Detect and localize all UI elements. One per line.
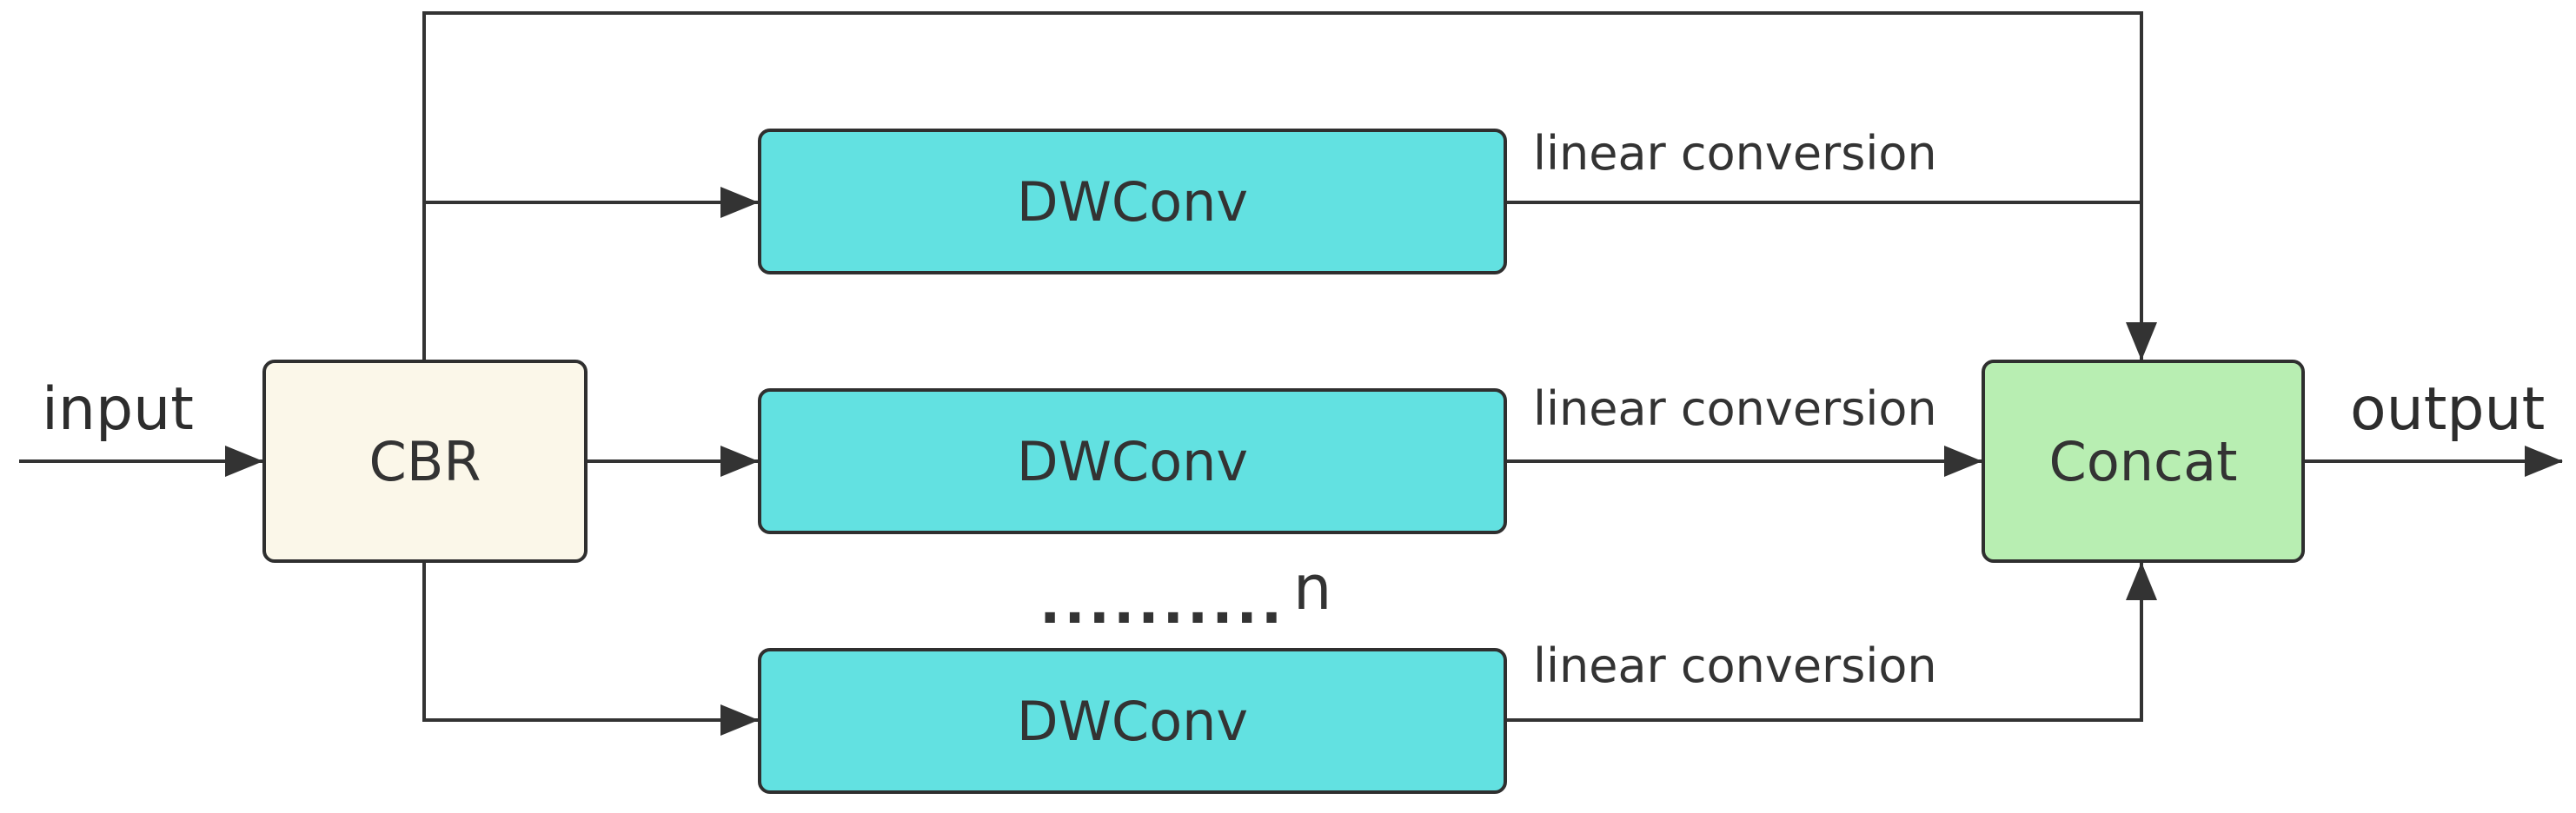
ellipsis-dots: .......... <box>1039 572 1286 637</box>
cbr-to-dwconv-3-arrow <box>422 563 759 736</box>
dwconv-3-label: DWConv <box>1016 689 1249 753</box>
dwconv-block-2: DWConv <box>758 388 1507 534</box>
cbr-block: CBR <box>262 360 588 563</box>
cbr-label: CBR <box>368 429 481 493</box>
dwconv-block-3: DWConv <box>758 648 1507 794</box>
dwconv-1-label: DWConv <box>1016 169 1249 234</box>
concat-block: Concat <box>1982 360 2305 563</box>
edge-label-2: linear conversion <box>1533 381 1937 436</box>
concat-label: Concat <box>2048 429 2238 493</box>
edge-label-1: linear conversion <box>1533 126 1937 181</box>
input-label: input <box>42 375 194 444</box>
edge-label-3: linear conversion <box>1533 638 1937 693</box>
dwconv-3-to-concat-arrow <box>1505 562 2157 722</box>
dwconv-2-label: DWConv <box>1016 429 1249 493</box>
output-label: output <box>2350 375 2546 444</box>
repeat-count-label: n <box>1293 552 1332 624</box>
dwconv-block-1: DWConv <box>758 129 1507 274</box>
top-bypass-connector <box>422 11 2157 360</box>
